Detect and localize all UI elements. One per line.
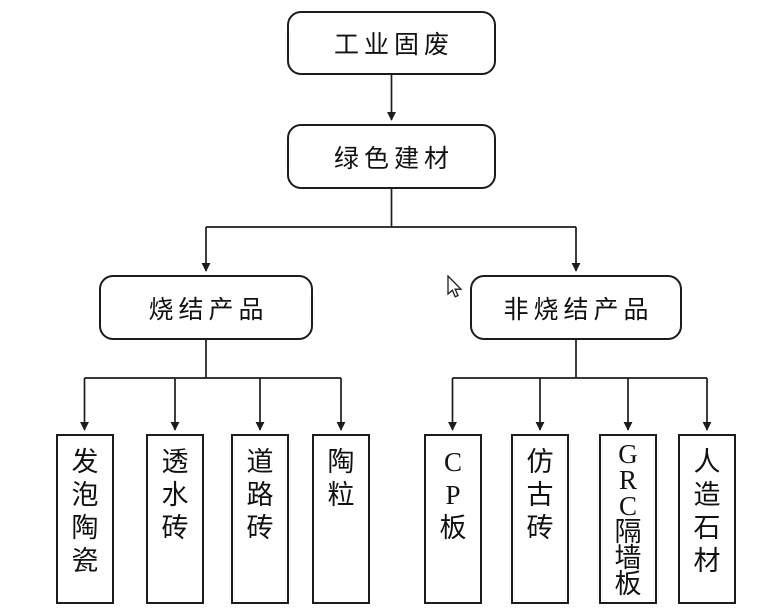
leaf-artificial-stone[interactable]: 人造石材 — [678, 434, 736, 604]
leaf-cp-board[interactable]: CP板 — [424, 434, 482, 604]
mouse-cursor-icon — [447, 275, 463, 298]
leaf-label: CP板 — [439, 447, 467, 543]
node-sintered-products[interactable]: 烧结产品 — [99, 275, 313, 340]
node-green-building-materials[interactable]: 绿色建材 — [287, 124, 496, 189]
node-label: 工业固废 — [333, 32, 454, 59]
node-label: 烧结产品 — [148, 296, 269, 324]
leaf-label: 陶粒 — [327, 447, 355, 510]
leaf-ceramsite[interactable]: 陶粒 — [312, 434, 370, 604]
node-industrial-solid-waste[interactable]: 工业固废 — [287, 11, 496, 75]
leaf-permeable-brick[interactable]: 透水砖 — [146, 434, 204, 604]
leaf-grc-partition-board[interactable]: GRC隔墙板 — [599, 434, 657, 604]
leaf-label: GRC隔墙板 — [614, 439, 642, 599]
leaf-label: 仿古砖 — [526, 447, 554, 543]
leaf-label: 道路砖 — [246, 447, 274, 543]
node-label: 绿色建材 — [333, 145, 454, 173]
leaf-label: 发泡陶瓷 — [71, 447, 99, 576]
leaf-foamed-ceramics[interactable]: 发泡陶瓷 — [56, 434, 114, 604]
leaf-antique-brick[interactable]: 仿古砖 — [511, 434, 569, 604]
leaf-label: 透水砖 — [161, 447, 189, 543]
node-label: 非烧结产品 — [503, 296, 654, 324]
leaf-label: 人造石材 — [693, 447, 721, 576]
leaf-road-brick[interactable]: 道路砖 — [231, 434, 289, 604]
node-non-sintered-products[interactable]: 非烧结产品 — [470, 275, 682, 340]
